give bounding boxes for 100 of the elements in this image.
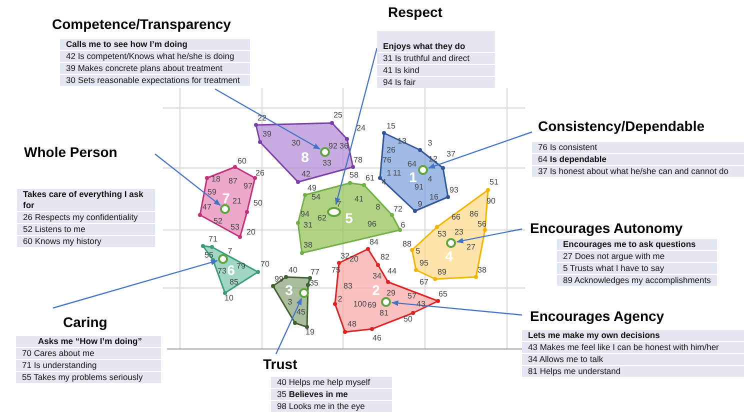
arrow [456, 228, 522, 244]
category-heading: Consistency/Dependable [538, 118, 704, 134]
statement-row: 94 Is fair [377, 77, 495, 88]
point-label: 7 [228, 246, 232, 256]
point-label: 21 [232, 196, 242, 206]
statement-row: Takes care of everything I ask for [17, 189, 155, 211]
point-label: 31 [304, 220, 312, 230]
point-label: 4 [428, 174, 432, 184]
point-label: 12 [428, 154, 438, 164]
point-label: 48 [348, 320, 356, 328]
point-label: 73 [218, 266, 226, 276]
arrow [154, 154, 221, 206]
statement-row: Lets me make my own decisions [522, 330, 744, 341]
cluster-number: 6 [227, 263, 235, 277]
statement-row: 5 Trusts what I have to say [557, 263, 717, 274]
point-label: 64 [408, 160, 416, 168]
point-label: 96 [368, 220, 376, 228]
cluster-number: 8 [301, 150, 309, 164]
point-label: 44 [388, 266, 396, 276]
point-label: 40 [288, 266, 298, 274]
statement-row: 37 Is honest about what he/she can and cannot do [532, 166, 744, 177]
category-heading: Competence/Transparency [52, 16, 231, 32]
point-label: 34 [372, 272, 382, 280]
point-label: 5 [416, 246, 420, 256]
point-label: 3 [288, 298, 292, 306]
arrow [428, 131, 532, 169]
point-label: 94 [300, 210, 310, 218]
statement-row: 70 Cares about me [16, 348, 161, 359]
point-label: 82 [380, 252, 390, 262]
arrow [275, 298, 302, 354]
statement-row: 41 Is kind [377, 65, 495, 76]
point-label: 91 [414, 182, 424, 192]
statement-row: Asks me “How I’m doing” [16, 336, 161, 347]
point-label: 41 [354, 194, 364, 204]
point-label: 9 [418, 200, 422, 208]
point-label: 86 [470, 210, 478, 218]
point-label: 84 [370, 238, 378, 246]
point-label: 81 [380, 308, 388, 318]
category-heading: Trust [263, 356, 298, 372]
point-label: 92 [328, 142, 338, 150]
point-label: 76 [382, 156, 392, 164]
point-label: 50 [254, 198, 262, 208]
point-label: 42 [302, 170, 310, 178]
point-label: 53 [438, 230, 446, 238]
point-label: 26 [386, 146, 396, 154]
statement-row: 89 Acknowledges my accomplishments [557, 275, 717, 286]
point-label: 51 [490, 178, 498, 186]
cluster-number: 7 [222, 191, 230, 205]
point-label: 89 [438, 268, 446, 276]
point-label: 27 [466, 242, 476, 252]
statement-row: 27 Does not argue with me [557, 251, 717, 262]
point-label: 35 [310, 278, 318, 288]
point-label: 93 [450, 186, 458, 194]
point-label: 24 [356, 124, 366, 132]
point-label: 54 [312, 192, 320, 202]
cluster-number: 1 [409, 170, 417, 184]
point-label: 23 [454, 228, 464, 236]
point-label: 65 [438, 290, 448, 298]
category-heading: Caring [63, 314, 108, 330]
point-label: 13 [398, 136, 406, 146]
point-label: 26 [256, 168, 264, 178]
point-label: 20 [246, 228, 256, 236]
statement-row: 42 Is competent/Knows what he/she is doing [60, 51, 250, 62]
point-label: 66 [452, 212, 460, 222]
arrow [391, 300, 522, 316]
arrow [334, 48, 378, 205]
statement-row: Calls me to see how I’m doing [60, 39, 250, 50]
statement-row: 60 Knows my history [17, 236, 155, 247]
point-label: 57 [408, 292, 416, 300]
point-label: 45 [296, 308, 306, 316]
point-label: 46 [372, 334, 382, 342]
statement-row: 64 Is dependable [532, 154, 744, 165]
point-label: 6 [400, 220, 406, 230]
statement-row: 39 Makes concrete plans about treatment [60, 63, 250, 74]
point-label: 20 [350, 254, 358, 264]
point-label: 25 [334, 110, 342, 120]
category-heading: Respect [388, 4, 442, 20]
point-label: 22 [258, 114, 266, 122]
category-heading: Encourages Agency [530, 308, 664, 324]
cluster-number: 5 [345, 211, 353, 225]
point-label: 87 [228, 176, 238, 186]
point-label: 10 [224, 294, 234, 302]
statement-row: 34 Allows me to talk [522, 354, 744, 365]
statement-row: 55 Takes my problems seriously [16, 372, 161, 383]
point-label: 95 [420, 258, 428, 268]
statement-row: Encourages me to ask questions [557, 239, 717, 250]
statement-row: 43 Makes me feel like I can be honest with him/her [522, 342, 744, 353]
point-label: 16 [430, 192, 438, 202]
statement-row: 30 Sets reasonable expectations for treatment [60, 75, 250, 86]
category-heading: Encourages Autonomy [530, 220, 683, 236]
point-label: 58 [350, 170, 358, 180]
cluster-number: 2 [372, 283, 380, 297]
category-heading: Whole Person [24, 144, 118, 160]
point-label: 33 [322, 158, 332, 168]
statement-row: 81 Helps me understand [522, 366, 744, 377]
point-label: 3 [428, 138, 432, 148]
point-label: 78 [354, 156, 362, 164]
arrow [52, 260, 218, 309]
point-label: 32 [340, 252, 350, 260]
cluster-number: 3 [285, 283, 293, 297]
